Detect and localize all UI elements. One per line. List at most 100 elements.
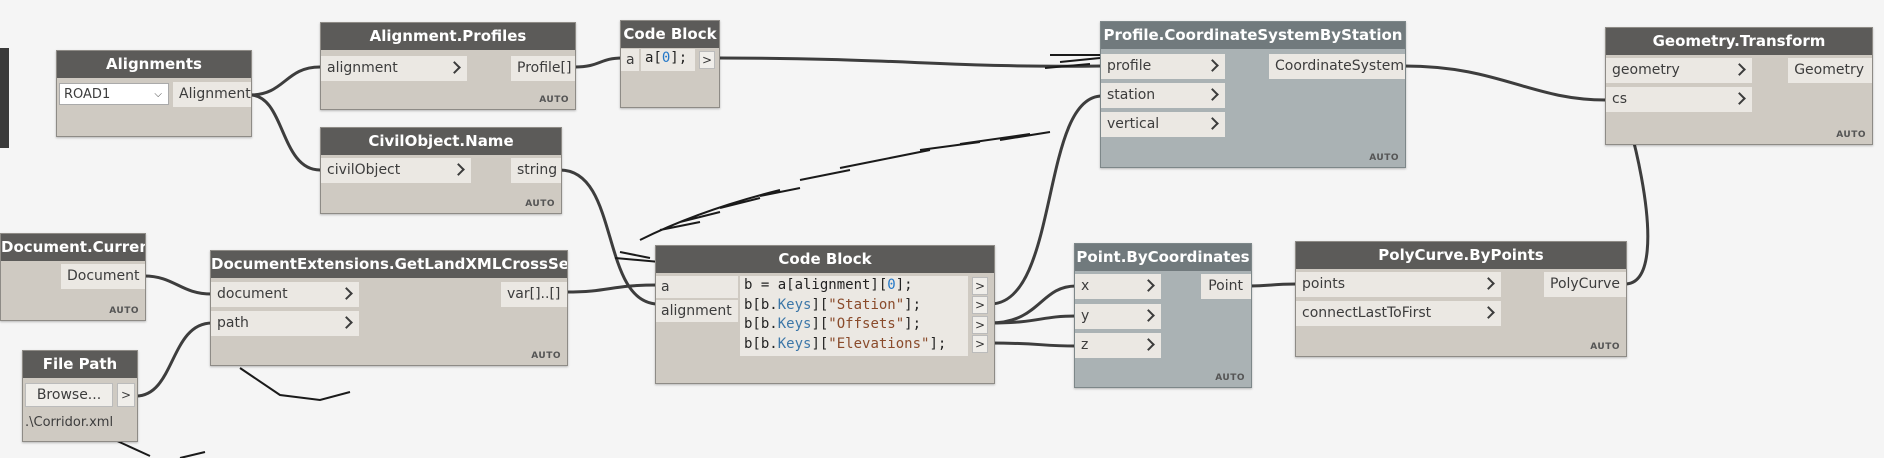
code-block-2-editor[interactable]: b = a[alignment][0]; b[b.Keys]["Station"… <box>740 276 968 356</box>
code-block-1-input-a[interactable]: a <box>621 49 639 71</box>
code-block-2-input-a[interactable]: a <box>656 276 738 298</box>
profile-cs-output-label: CoordinateSystem <box>1275 58 1404 74</box>
code-block-1-editor[interactable]: a[0]; <box>641 49 695 71</box>
profile-cs-input-station[interactable]: station <box>1101 83 1225 108</box>
code-line-4: b[b.Keys]["Elevations"]; <box>740 335 968 355</box>
civil-object-name-title: CivilObject.Name <box>321 128 561 155</box>
wire-elevations-to-point-z <box>989 341 1077 348</box>
chevron-down-icon: ⌵ <box>154 89 162 100</box>
code-line-2-t3: ]; <box>904 296 922 313</box>
left-panel-tab[interactable] <box>0 48 9 148</box>
document-current-output-label: Document <box>67 268 140 284</box>
code-line-3-kw: Keys <box>777 316 812 332</box>
stray-ink-5 <box>114 439 206 458</box>
document-current-output[interactable]: Document <box>61 264 145 289</box>
wire-point-to-polycurve <box>1249 282 1298 288</box>
profile-cs-node[interactable]: Profile.CoordinateSystemByStation profil… <box>1100 21 1406 168</box>
profile-cs-input-vertical-label: vertical <box>1107 116 1160 132</box>
code-line-1: b = a[alignment][0]; <box>740 276 968 296</box>
lacing-auto-label: AUTO <box>109 306 139 316</box>
code-block-2-output-1[interactable]: > <box>972 277 988 295</box>
wire-cs-to-transform <box>1403 64 1607 102</box>
alignments-title: Alignments <box>57 51 251 78</box>
wire-alignments-to-civilobject <box>249 93 321 172</box>
code-line-3-t1: b[b. <box>744 316 778 332</box>
point-by-coordinates-title: Point.ByCoordinates <box>1075 244 1251 271</box>
code-line-2: b[b.Keys]["Station"]; <box>740 296 968 316</box>
wire-station-to-profilecs <box>989 94 1103 306</box>
code-line-4-str: "Elevations" <box>828 335 930 352</box>
code-line-4-t3: ]; <box>929 335 947 352</box>
civil-object-input[interactable]: civilObject <box>321 158 471 183</box>
alignment-profiles-input-label: alignment <box>327 60 398 76</box>
profile-cs-input-station-label: station <box>1107 87 1156 103</box>
stray-ink-4 <box>239 367 351 402</box>
geometry-transform-input-geometry[interactable]: geometry <box>1606 58 1752 83</box>
alignments-output[interactable]: Alignment <box>173 82 251 107</box>
wire-offsets-to-point-y <box>989 314 1077 325</box>
lacing-auto-label: AUTO <box>1215 373 1245 383</box>
civil-object-output-label: string <box>517 162 558 178</box>
point-input-x[interactable]: x <box>1075 274 1161 299</box>
geometry-transform-output[interactable]: Geometry <box>1788 58 1872 83</box>
file-path-node[interactable]: File Path Browse... > .\Corridor.xml <box>22 350 138 442</box>
profile-cs-input-profile[interactable]: profile <box>1101 54 1225 79</box>
wire-codeblock1-to-profilecs <box>719 56 1103 68</box>
alignment-profiles-output-label: Profile[] <box>517 60 572 76</box>
get-landxml-title: DocumentExtensions.GetLandXMLCrossSectDa… <box>211 251 567 278</box>
code-block-2-output-2[interactable]: > <box>972 296 988 314</box>
code-block-2-output-4[interactable]: > <box>972 335 988 353</box>
code-block-2-title: Code Block <box>656 246 994 273</box>
geometry-transform-input-cs[interactable]: cs <box>1606 87 1752 112</box>
code-1-post: ]; <box>670 50 688 66</box>
browse-button[interactable]: Browse... <box>25 383 113 407</box>
polycurve-output[interactable]: PolyCurve <box>1544 272 1626 297</box>
point-output-label: Point <box>1208 278 1243 294</box>
alignments-node[interactable]: Alignments ROAD1 ⌵ Alignment <box>56 50 252 137</box>
code-block-2-input-a-label: a <box>661 279 670 295</box>
point-input-z[interactable]: z <box>1075 333 1161 358</box>
wire-getlandxml-to-codeblock2 <box>565 283 659 294</box>
file-path-output-arrow[interactable]: > <box>117 383 135 407</box>
code-block-2-input-alignment[interactable]: alignment <box>656 300 738 322</box>
geometry-transform-node[interactable]: Geometry.Transform geometry cs Geometry … <box>1605 27 1873 145</box>
wire-document-to-getlandxml <box>143 274 213 296</box>
alignment-profiles-output[interactable]: Profile[] <box>511 56 575 81</box>
code-block-2-node[interactable]: Code Block a alignment b = a[alignment][… <box>655 245 995 384</box>
polycurve-input-connect[interactable]: connectLastToFirst <box>1296 301 1501 326</box>
get-landxml-output-label: var[]..[] <box>507 286 561 302</box>
alignment-profiles-input[interactable]: alignment <box>321 56 467 81</box>
code-block-1-title: Code Block <box>621 21 719 48</box>
alignment-profiles-node[interactable]: Alignment.Profiles alignment Profile[] A… <box>320 22 576 110</box>
profile-cs-input-vertical[interactable]: vertical <box>1101 112 1225 137</box>
stray-ink-2 <box>639 131 1051 241</box>
point-input-x-label: x <box>1081 278 1090 294</box>
code-line-2-t2: ][ <box>811 296 829 313</box>
get-landxml-input-document[interactable]: document <box>211 282 359 307</box>
code-block-2-output-3[interactable]: > <box>972 316 988 334</box>
get-landxml-input-path-label: path <box>217 315 249 331</box>
point-input-y[interactable]: y <box>1075 304 1161 329</box>
wire-civilobject-to-codeblock2 <box>559 168 659 306</box>
civil-object-name-node[interactable]: CivilObject.Name civilObject string AUTO <box>320 127 562 214</box>
lacing-auto-label: AUTO <box>1590 342 1620 352</box>
code-block-1-node[interactable]: Code Block a a[0]; > <box>620 20 720 108</box>
point-by-coordinates-node[interactable]: Point.ByCoordinates x y z Point AUTO <box>1074 243 1252 388</box>
point-output[interactable]: Point <box>1201 274 1251 299</box>
code-block-1-output-arrow[interactable]: > <box>699 51 715 69</box>
document-current-node[interactable]: Document.Current Document AUTO <box>0 233 146 321</box>
polycurve-input-points-label: points <box>1302 276 1345 292</box>
civil-object-output[interactable]: string <box>511 158 561 183</box>
profile-cs-title: Profile.CoordinateSystemByStation <box>1101 22 1405 49</box>
code-block-2-input-alignment-label: alignment <box>661 303 732 319</box>
profile-cs-output[interactable]: CoordinateSystem <box>1269 54 1405 79</box>
polycurve-input-points[interactable]: points <box>1296 272 1501 297</box>
lacing-auto-label: AUTO <box>539 95 569 105</box>
get-landxml-input-path[interactable]: path <box>211 311 359 336</box>
road-dropdown[interactable]: ROAD1 ⌵ <box>59 83 169 105</box>
get-landxml-node[interactable]: DocumentExtensions.GetLandXMLCrossSectDa… <box>210 250 568 366</box>
polycurve-by-points-node[interactable]: PolyCurve.ByPoints points connectLastToF… <box>1295 241 1627 357</box>
polycurve-by-points-title: PolyCurve.ByPoints <box>1296 242 1626 269</box>
get-landxml-output[interactable]: var[]..[] <box>501 282 567 307</box>
lacing-auto-label: AUTO <box>1369 153 1399 163</box>
